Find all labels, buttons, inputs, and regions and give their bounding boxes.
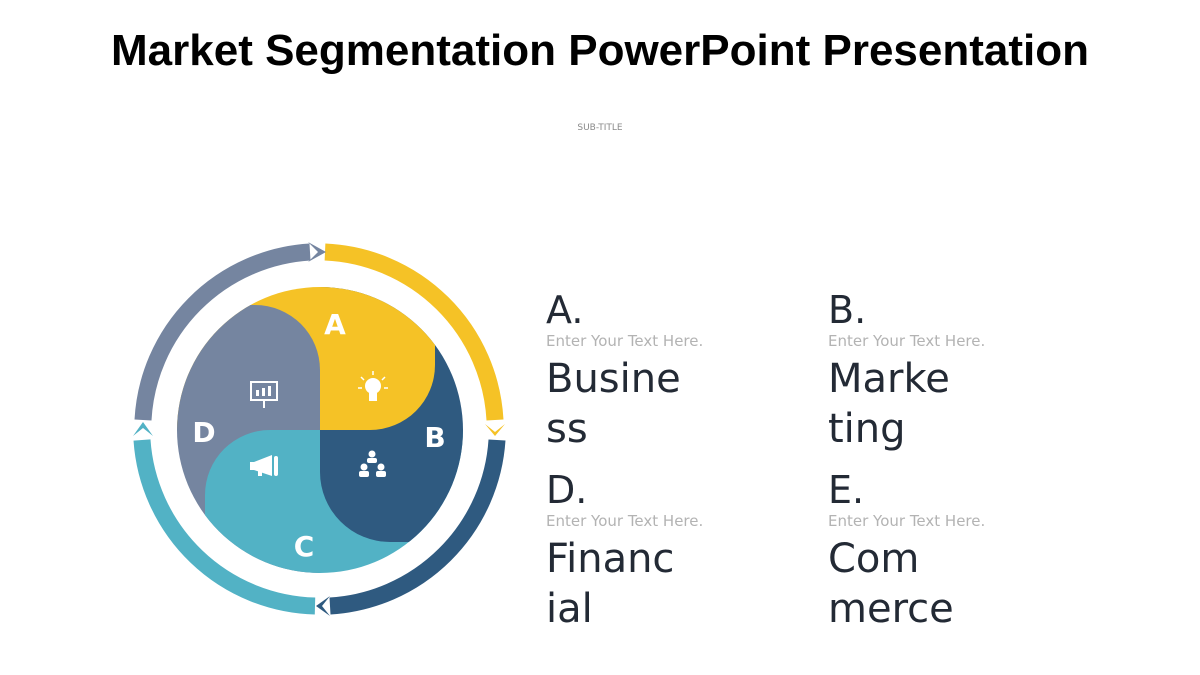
item-name-line: Com — [828, 536, 920, 582]
item-letter: D. — [546, 468, 588, 512]
arrow-head-c — [316, 596, 330, 616]
segment-label-d: D — [192, 416, 215, 449]
item-name-line: Busine — [546, 356, 681, 402]
item-description[interactable]: Enter Your Text Here. — [828, 332, 986, 350]
item-name-line: ial — [546, 586, 593, 632]
arrow-head-d — [133, 422, 153, 436]
cycle-ring — [133, 243, 506, 615]
arrow-c — [133, 439, 316, 615]
segment-label-b: B — [424, 421, 445, 454]
item-letter: E. — [828, 468, 865, 512]
item-name-line: merce — [828, 586, 954, 632]
item-letter: B. — [828, 288, 867, 332]
presentation-chart-icon — [250, 381, 278, 408]
arrow-heads — [133, 242, 505, 616]
item-description[interactable]: Enter Your Text Here. — [828, 512, 986, 530]
lightbulb-icon — [358, 371, 388, 401]
arrow-a — [324, 243, 504, 421]
megaphone-icon — [250, 455, 278, 476]
item-name-line: ss — [546, 406, 588, 452]
segment-c — [205, 430, 320, 573]
arrow-d — [134, 243, 311, 421]
arrow-head-a — [308, 242, 326, 262]
slide-title: Market Segmentation PowerPoint Presentat… — [111, 26, 1089, 75]
item-name-line: Marke — [828, 356, 950, 402]
slide-subtitle: SUB-TITLE — [577, 123, 623, 133]
segment-a — [320, 287, 435, 430]
item-description[interactable]: Enter Your Text Here. — [546, 512, 704, 530]
arrow-b — [329, 439, 506, 615]
item-letter: A. — [546, 288, 584, 332]
item-description[interactable]: Enter Your Text Here. — [546, 332, 704, 350]
team-hierarchy-icon — [359, 450, 386, 477]
item-name-line: ting — [828, 406, 906, 452]
item-name-line: Financ — [546, 536, 675, 582]
segment-label-a: A — [324, 308, 346, 341]
segment-label-c: C — [294, 530, 315, 563]
arrow-head-b — [485, 424, 505, 436]
